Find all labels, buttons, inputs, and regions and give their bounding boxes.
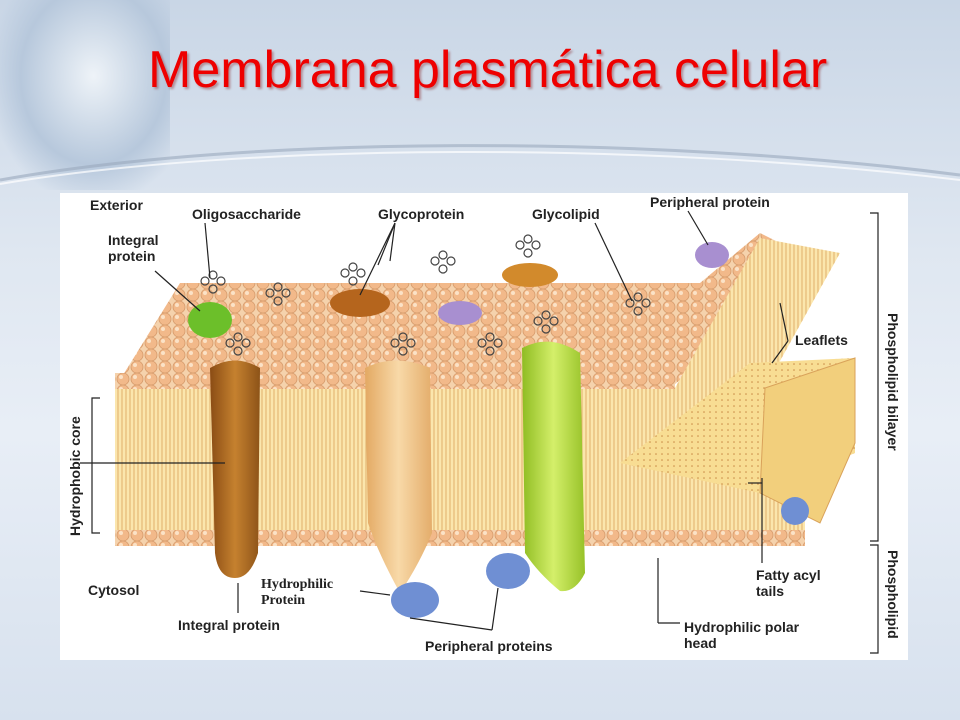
label-integral-protein-top-2: protein <box>108 248 156 264</box>
peripheral-protein-surface <box>438 301 482 325</box>
peripheral-protein-bottom-right <box>486 553 530 589</box>
label-cytosol: Cytosol <box>88 582 140 598</box>
label-hydrophilic-protein-1: Hydrophilic <box>261 577 334 592</box>
label-hydrophilic-polar-2: head <box>684 635 717 651</box>
label-integral-protein-bottom: Integral protein <box>178 617 280 633</box>
integral-protein-small-green <box>188 302 232 338</box>
peripheral-protein-bottom-left <box>391 582 439 618</box>
inner-leaflet-heads <box>115 530 805 546</box>
label-glycolipid: Glycolipid <box>532 206 600 222</box>
label-glycoprotein: Glycoprotein <box>378 206 465 222</box>
label-fatty-acyl-1: Fatty acyl <box>756 567 821 583</box>
peripheral-protein-right <box>781 497 809 525</box>
label-phospholipid: Phospholipid <box>885 550 901 639</box>
background-swoosh <box>0 144 960 185</box>
membrane-diagram: Exterior Oligosaccharide Glycoprotein Gl… <box>60 193 908 660</box>
label-integral-protein-top-1: Integral <box>108 232 159 248</box>
label-hydrophilic-polar-1: Hydrophilic polar <box>684 619 800 635</box>
label-exterior: Exterior <box>90 197 143 213</box>
integral-protein-green <box>522 341 585 592</box>
leaflet-side <box>759 357 856 524</box>
integral-protein-brown <box>210 360 260 578</box>
glycoprotein-surface <box>330 289 390 317</box>
peripheral-protein-top <box>695 242 729 268</box>
label-hydrophobic-core: Hydrophobic core <box>67 416 83 536</box>
leader-lines <box>80 210 789 631</box>
hydrophilic-protein <box>365 360 432 593</box>
label-hydrophilic-protein-2: Protein <box>261 593 306 608</box>
oligosaccharide-chains <box>200 234 651 356</box>
background-doctor-photo <box>0 0 170 190</box>
membrane-illustration <box>80 210 879 654</box>
glycolipid-surface <box>502 263 558 287</box>
label-peripheral-proteins: Peripheral proteins <box>425 638 553 654</box>
label-fatty-acyl-2: tails <box>756 583 785 599</box>
label-phospholipid-bilayer: Phospholipid bilayer <box>885 313 901 451</box>
label-peripheral-protein: Peripheral protein <box>650 194 770 210</box>
slide-title: Membrana plasmática celular <box>148 41 828 99</box>
brackets <box>91 212 879 654</box>
label-leaflets: Leaflets <box>795 332 848 348</box>
label-oligosaccharide: Oligosaccharide <box>192 206 301 222</box>
